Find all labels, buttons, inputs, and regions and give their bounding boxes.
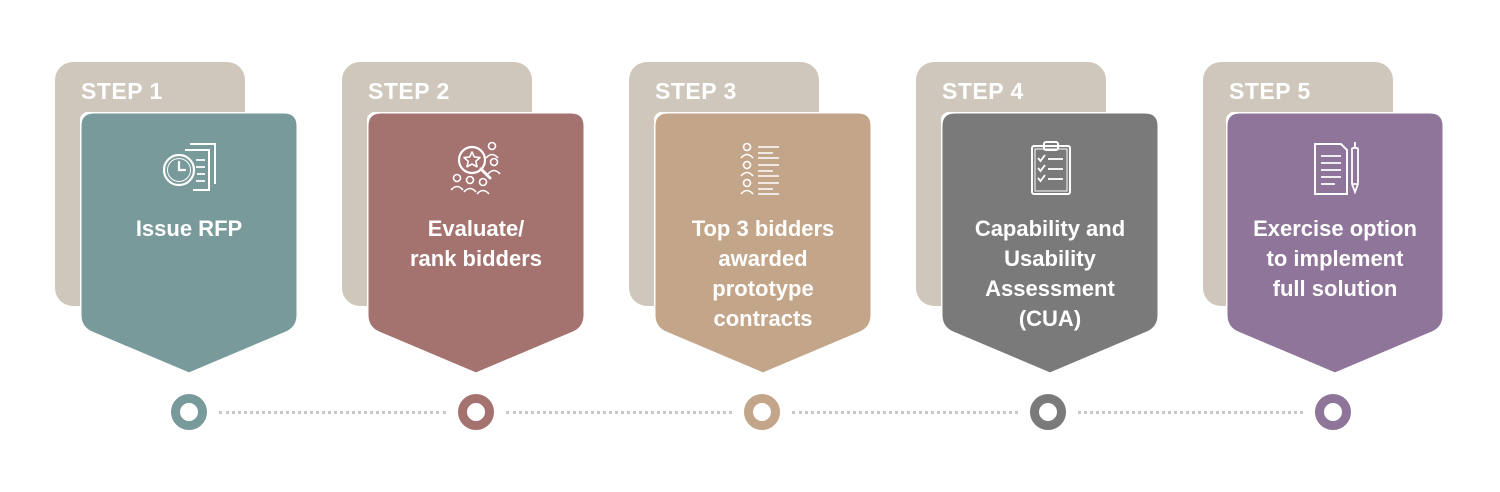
- ranked-people-list-icon: [740, 142, 779, 195]
- step-title: Issue RFP: [135, 216, 243, 241]
- step-title: Capability and Usability Assessment (CUA…: [974, 216, 1126, 331]
- step-card-1: Issue RFP: [80, 112, 298, 374]
- clipboard-checklist-icon: [1031, 141, 1071, 195]
- step-card-2: Evaluate/ rank bidders: [367, 112, 585, 374]
- step-card-4: Capability and Usability Assessment (CUA…: [941, 112, 1159, 374]
- timeline-node-5: [1315, 394, 1351, 430]
- step-title: Evaluate/ rank bidders: [409, 216, 543, 271]
- timeline-node-2: [458, 394, 494, 430]
- step-card-shape: [1226, 112, 1444, 374]
- step-card-shape: [367, 112, 585, 374]
- timeline: [0, 392, 1500, 432]
- timeline-node-1: [171, 394, 207, 430]
- star-magnifier-people-icon: [450, 141, 501, 195]
- step-label: STEP 2: [368, 78, 450, 104]
- step-card-3: Top 3 bidders awarded prototype contract…: [654, 112, 872, 374]
- step-card-shape: [941, 112, 1159, 374]
- timeline-node-3: [744, 394, 780, 430]
- timeline-connector: [506, 411, 732, 414]
- timeline-connector: [1078, 411, 1303, 414]
- step-title: Exercise option to implement full soluti…: [1253, 216, 1417, 301]
- step-label: STEP 1: [81, 78, 163, 104]
- timeline-node-4: [1030, 394, 1066, 430]
- step-label: STEP 5: [1229, 78, 1311, 104]
- step-card-shape: [80, 112, 298, 374]
- timeline-connector: [792, 411, 1018, 414]
- step-title: Top 3 bidders awarded prototype contract…: [691, 216, 835, 331]
- step-label: STEP 3: [655, 78, 737, 104]
- document-pen-icon: [1314, 142, 1359, 195]
- step-card-5: Exercise option to implement full soluti…: [1226, 112, 1444, 374]
- step-label: STEP 4: [942, 78, 1024, 104]
- clock-documents-icon: [162, 143, 216, 191]
- timeline-connector: [219, 411, 446, 414]
- step-card-shape: [654, 112, 872, 374]
